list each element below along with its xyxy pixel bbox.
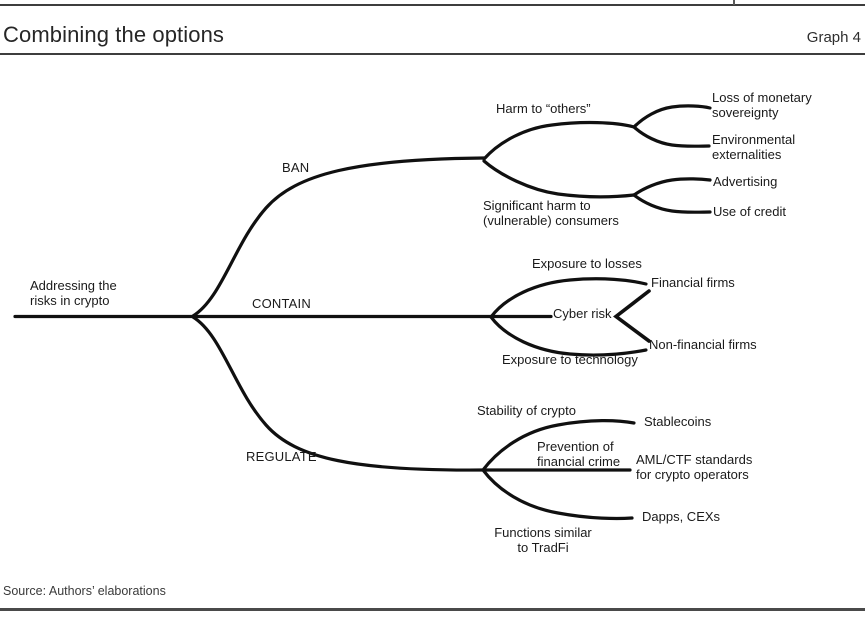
- ban-lower-curve: [482, 159, 636, 199]
- regulate-upper-curve: [481, 419, 636, 472]
- regulate-group-prevention-label: Prevention of financial crime: [537, 439, 621, 469]
- leaf-aml-ctf-standards: AML/CTF standards for crypto operators: [636, 452, 753, 482]
- ban-lower-fork-down: [632, 193, 712, 214]
- contain-angle-connector: [613, 289, 651, 343]
- root-node-label: Addressing the risks in crypto: [30, 278, 117, 308]
- contain-item-exposure-to-losses: Exposure to losses: [532, 256, 642, 271]
- leaf-dapps-cexs: Dapps, CEXs: [642, 509, 721, 524]
- contain-lower-curve: [489, 315, 648, 357]
- contain-upper-curve: [489, 277, 648, 319]
- regulate-branch-curve: [191, 315, 484, 472]
- branch-label-ban: BAN: [282, 160, 310, 175]
- leaf-financial-firms: Financial firms: [651, 275, 735, 290]
- graph-number-label: Graph 4: [806, 29, 861, 46]
- ban-upper-fork-up: [632, 104, 712, 129]
- leaf-stablecoins: Stablecoins: [644, 414, 712, 429]
- page-title: Combining the options: [3, 22, 225, 47]
- leaf-environmental-externalities: Environmental externalities: [712, 132, 796, 162]
- leaf-advertising: Advertising: [713, 174, 778, 189]
- branch-label-regulate: REGULATE: [246, 449, 317, 464]
- regulate-lower-curve: [481, 468, 634, 521]
- page-bottom-rule: [0, 608, 865, 611]
- regulate-group-stability-label: Stability of crypto: [477, 403, 576, 418]
- leaf-loss-of-monetary-sovereignty: Loss of monetary sovereignty: [712, 90, 812, 120]
- ban-upper-fork-down: [632, 125, 711, 148]
- source-note: Source: Authors’ elaborations: [3, 584, 166, 598]
- regulate-group-functions-label: Functions similar to TradFi: [494, 525, 592, 555]
- contain-item-exposure-to-technology: Exposure to technology: [502, 352, 638, 367]
- ban-group-harm-others-label: Harm to “others”: [496, 101, 591, 116]
- ban-group-significant-harm-label: Significant harm to (vulnerable) consume…: [483, 198, 619, 228]
- ban-upper-curve: [482, 120, 636, 161]
- header-bottom-rule: [0, 53, 865, 55]
- top-edge-tick-artifact: [733, 0, 735, 5]
- header-top-rule: [0, 4, 865, 6]
- ban-lower-fork-up: [632, 177, 712, 197]
- contain-item-cyber-risk: Cyber risk: [553, 306, 612, 321]
- branch-label-contain: CONTAIN: [252, 296, 311, 311]
- leaf-use-of-credit: Use of credit: [713, 204, 786, 219]
- ban-branch-curve: [191, 156, 486, 318]
- leaf-non-financial-firms: Non-financial firms: [649, 337, 757, 352]
